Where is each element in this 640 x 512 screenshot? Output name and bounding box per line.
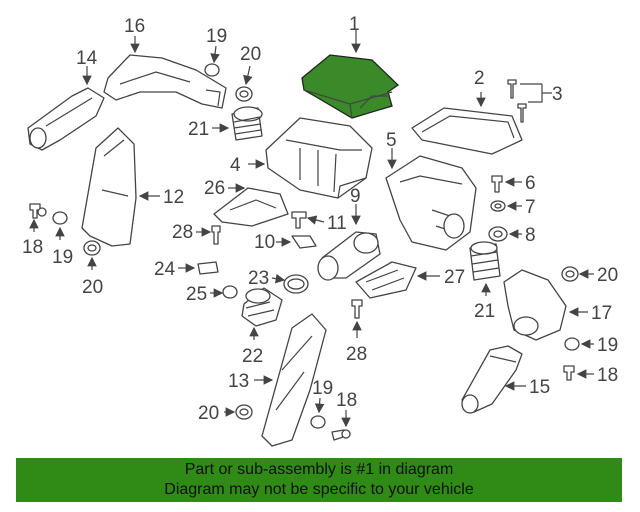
callout-23: 23: [248, 268, 269, 289]
part-10-sensor[interactable]: [291, 235, 317, 249]
callout-21b: 21: [474, 301, 495, 322]
callout-28b: 28: [346, 344, 367, 365]
callout-25: 25: [186, 284, 207, 305]
callout-10: 10: [254, 232, 275, 253]
part-17-duct[interactable]: [503, 269, 567, 341]
part-23-hose-clamp[interactable]: [283, 274, 309, 294]
part-22-hose[interactable]: [241, 287, 283, 327]
parts-diagram: 1 16 14 19 20 21 4: [22, 14, 618, 447]
callout-19a: 19: [206, 26, 227, 47]
part-9-air-flow-tube[interactable]: [317, 231, 381, 281]
callout-11: 11: [327, 213, 347, 234]
part-14-intake-snorkel[interactable]: [27, 87, 105, 151]
part-20-grommet-right[interactable]: [561, 266, 579, 282]
callout-19b: 19: [52, 247, 73, 268]
part-3-screws[interactable]: [507, 79, 527, 123]
callout-13: 13: [228, 371, 249, 392]
callout-22: 22: [242, 346, 263, 367]
part-20-grommet-top[interactable]: [235, 86, 253, 102]
callout-2: 2: [474, 68, 485, 89]
part-16-intake-duct[interactable]: [103, 54, 227, 109]
callout-5: 5: [386, 130, 397, 151]
part-28-bolt-left[interactable]: [211, 225, 221, 245]
part-25-clamp[interactable]: [222, 285, 238, 299]
part-20-grommet-left[interactable]: [83, 240, 101, 256]
callout-9: 9: [350, 186, 361, 207]
callout-18c: 18: [336, 390, 357, 411]
callout-16: 16: [124, 16, 145, 37]
callout-20b: 20: [82, 277, 103, 298]
part-27-plate[interactable]: [355, 261, 417, 299]
callout-19c: 19: [597, 335, 618, 356]
part-15-intake[interactable]: [461, 345, 523, 414]
banner-line-2: Diagram may not be specific to your vehi…: [164, 481, 474, 498]
callout-8: 8: [525, 225, 536, 246]
part-19-clip-bottom[interactable]: [310, 415, 326, 429]
callout-1: 1: [349, 14, 360, 35]
callout-20a: 20: [240, 44, 261, 65]
part-2-air-box-lid[interactable]: [411, 107, 523, 155]
part-21-bellows-right[interactable]: [469, 241, 501, 281]
callout-19d: 19: [312, 378, 333, 399]
part-6-bolt[interactable]: [491, 175, 503, 193]
part-4-upper-housing[interactable]: [265, 117, 373, 199]
part-28-bolt-center[interactable]: [351, 299, 363, 319]
part-21-bellows-top[interactable]: [231, 106, 263, 141]
callout-28a: 28: [172, 222, 193, 243]
callout-18a: 18: [22, 237, 43, 258]
part-26-bracket[interactable]: [213, 187, 289, 227]
part-18-bolt-left[interactable]: [29, 203, 47, 219]
callout-4: 4: [230, 155, 241, 176]
callout-20d: 20: [198, 403, 219, 424]
part-12-duct-panel[interactable]: [81, 127, 137, 247]
callout-14: 14: [76, 48, 98, 69]
part-20-grommet-bottom[interactable]: [235, 404, 253, 420]
callout-21a: 21: [188, 119, 209, 140]
callout-6: 6: [525, 173, 536, 194]
part-24-fitting[interactable]: [197, 261, 219, 275]
part-7-washer[interactable]: [490, 200, 506, 212]
callout-12: 12: [163, 187, 184, 208]
callout-24: 24: [154, 259, 176, 280]
part-19-clip-top[interactable]: [204, 63, 220, 77]
part-18-bolt-right[interactable]: [563, 365, 575, 381]
part-11-sensor[interactable]: [291, 211, 307, 229]
callout-18b: 18: [597, 365, 618, 386]
info-banner: Part or sub-assembly is #1 in diagram Di…: [16, 458, 622, 502]
part-5-lower-housing[interactable]: [385, 155, 477, 251]
callout-20c: 20: [597, 265, 618, 286]
callout-17: 17: [591, 303, 612, 324]
part-18-bolt-bottom[interactable]: [331, 429, 351, 441]
banner-line-1: Part or sub-assembly is #1 in diagram: [184, 461, 454, 478]
callout-7: 7: [525, 197, 536, 218]
part-19-clip-left[interactable]: [52, 211, 68, 225]
callout-3: 3: [552, 84, 563, 105]
callout-15: 15: [529, 377, 550, 398]
callout-27: 27: [444, 267, 465, 288]
part-8-grommet[interactable]: [488, 226, 508, 242]
part-19-clip-right[interactable]: [564, 337, 580, 351]
part-13-lower-duct[interactable]: [261, 313, 327, 447]
part-1-air-filter-element[interactable]: [301, 54, 400, 119]
callout-26: 26: [204, 178, 225, 199]
